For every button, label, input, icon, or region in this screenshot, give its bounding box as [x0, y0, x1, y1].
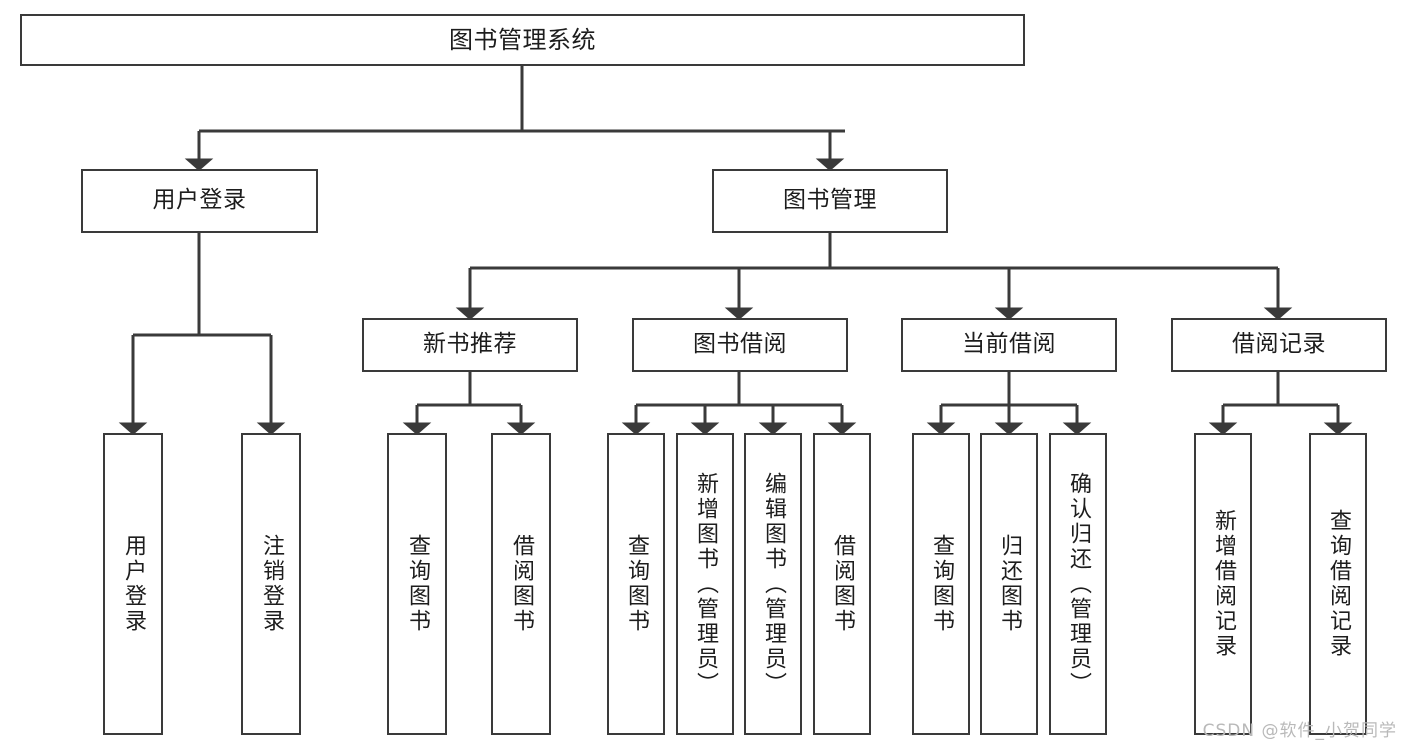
node-book-manage[interactable]: 图书管理	[712, 169, 948, 233]
node-leaf-query-record[interactable]: 查询借阅记录	[1309, 433, 1367, 735]
node-leaf-logout[interactable]: 注销登录	[241, 433, 301, 735]
node-leaf-edit-book[interactable]: 编辑图书（管理员）	[744, 433, 802, 735]
node-leaf-return-book[interactable]: 归还图书	[980, 433, 1038, 735]
node-leaf-user-login[interactable]: 用户登录	[103, 433, 163, 735]
node-leaf-query-book-3[interactable]: 查询图书	[912, 433, 970, 735]
node-leaf-query-book-1[interactable]: 查询图书	[387, 433, 447, 735]
node-leaf-add-record[interactable]: 新增借阅记录	[1194, 433, 1252, 735]
node-new-book-rec[interactable]: 新书推荐	[362, 318, 578, 372]
node-leaf-borrow-book-2[interactable]: 借阅图书	[813, 433, 871, 735]
node-user-login[interactable]: 用户登录	[81, 169, 318, 233]
node-book-borrow[interactable]: 图书借阅	[632, 318, 848, 372]
node-current-borrow[interactable]: 当前借阅	[901, 318, 1117, 372]
node-borrow-record[interactable]: 借阅记录	[1171, 318, 1387, 372]
watermark-text: CSDN @软件_小贺同学	[1202, 721, 1397, 741]
node-leaf-confirm-return[interactable]: 确认归还（管理员）	[1049, 433, 1107, 735]
node-leaf-add-book[interactable]: 新增图书（管理员）	[676, 433, 734, 735]
node-leaf-query-book-2[interactable]: 查询图书	[607, 433, 665, 735]
node-root[interactable]: 图书管理系统	[20, 14, 1025, 66]
node-leaf-borrow-book-1[interactable]: 借阅图书	[491, 433, 551, 735]
